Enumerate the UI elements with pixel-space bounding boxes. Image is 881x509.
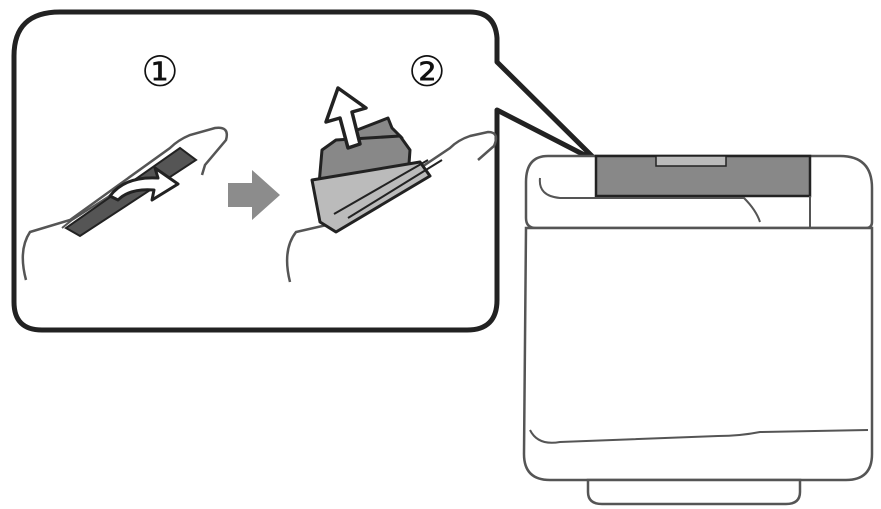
printer-edge-outline (21, 126, 229, 281)
callout-bubble (11, 9, 601, 333)
printer-edge-outline-2 (285, 130, 498, 283)
up-arrow-icon (324, 86, 368, 150)
step-1-illustration (21, 126, 229, 281)
tray-slot-lines (333, 159, 443, 219)
feeder-tray (310, 160, 432, 234)
printer-base (586, 478, 802, 506)
open-cover-arrow-icon (108, 166, 180, 202)
printer-main-body (522, 226, 874, 482)
step-1-label: ① (141, 47, 179, 96)
feeder-tab (655, 155, 727, 167)
step-2-label: ② (408, 47, 446, 96)
printer-top-divider (538, 177, 811, 228)
printer-front-view (522, 154, 874, 506)
right-arrow-icon (228, 170, 280, 220)
output-tray-line (529, 429, 869, 444)
step-2-illustration (285, 86, 498, 283)
